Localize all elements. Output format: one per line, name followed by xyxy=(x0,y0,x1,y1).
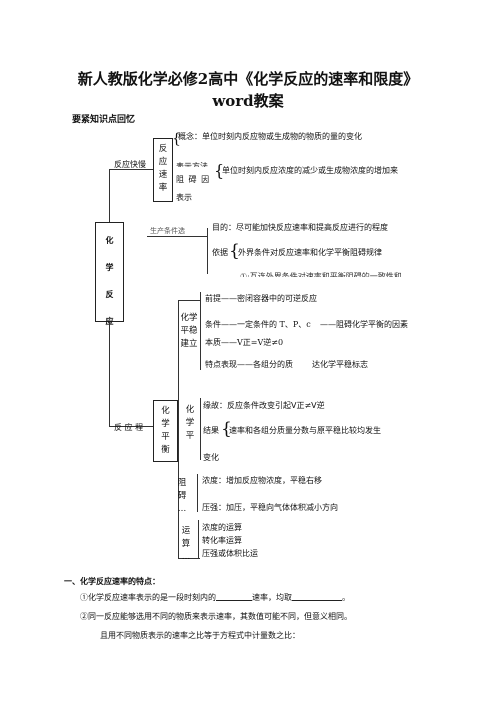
eq-setup-label-line: 平稳 xyxy=(180,326,198,336)
connector xyxy=(109,426,153,427)
rate-expr-label: 表示方法 xyxy=(176,162,208,167)
eq-box-char: 平 xyxy=(161,432,170,442)
result-tail: 变化 xyxy=(203,453,219,462)
eq-shift-label-char: 化 xyxy=(185,405,195,415)
connector xyxy=(178,300,200,301)
rate-box-char: 速 xyxy=(158,170,168,180)
equilibrium-box: 化 学 平 衡 xyxy=(153,400,178,462)
calc-label-char: 运 xyxy=(181,526,191,536)
rate-box-char: 率 xyxy=(158,183,168,193)
premise-text: 前提——密闭容器中的可逆反应 xyxy=(205,294,317,303)
paragraph-2: ②同一反应能够选用不同的物质来表示速率，其数值可能不同，但意义相同。 xyxy=(80,612,352,621)
eq-shift-label-char: 学 xyxy=(185,418,195,428)
connector xyxy=(147,236,207,237)
root-box: 化 学 反 应 xyxy=(95,222,124,326)
condition-text: 条件——一定条件的 T、P、c xyxy=(205,320,311,329)
paragraph-1-a: ①化学反应速率表示的是一段时刻内的 xyxy=(80,593,216,602)
essence-text: 本质——V正=V逆≠0 xyxy=(205,338,284,347)
root-char: 化 xyxy=(105,236,114,245)
calc-item: 转化率运算 xyxy=(202,536,242,545)
paragraph-1-c: 。 xyxy=(342,593,350,602)
rate-expr-text: 单位时刻内反应浓度的减少或生成物浓度的增加来 xyxy=(222,166,398,175)
connector xyxy=(178,558,200,559)
connector xyxy=(198,520,199,558)
eq-setup-label: 化学 平稳 建立 xyxy=(176,312,202,351)
root-char: 反 xyxy=(105,290,114,299)
brace: { xyxy=(221,419,232,439)
production-label: 生产条件选 xyxy=(150,227,185,235)
pressure-text: 压强：加压，平稳向气体体积减小方向 xyxy=(202,503,338,512)
basis-label: 依据 xyxy=(212,248,228,257)
cause-text: 缘故：反应条件改变引起V正≠V逆 xyxy=(203,401,325,410)
eq-shift-label-char: 平 xyxy=(185,431,195,441)
fill-blank xyxy=(216,592,252,601)
rate-box: 反 应 速 率 xyxy=(153,138,173,202)
connector xyxy=(197,474,198,512)
calc-item: 浓度的运算 xyxy=(202,523,242,532)
basis-cut-text: ①·互连外界条件对速率和平衡阻碍的一致性和 xyxy=(240,272,402,277)
influence-label-char: … xyxy=(177,504,187,514)
rate-factor-label: 阻 碍 因 xyxy=(176,175,211,184)
rate-expr-tail: 表示 xyxy=(176,193,192,202)
eq-box-char: 化 xyxy=(161,406,170,416)
root-char: 应 xyxy=(96,308,123,335)
document-title-line2: word教案 xyxy=(212,92,284,110)
connector xyxy=(207,228,208,274)
brace: { xyxy=(172,131,181,147)
eq-box-char: 衡 xyxy=(161,445,170,455)
connector xyxy=(109,169,153,170)
purpose-text: 目的：尽可能加快反应速率和提高反应进行的程度 xyxy=(212,223,388,232)
brace: { xyxy=(229,241,240,261)
section-heading: 要紧知识点回忆 xyxy=(72,115,136,125)
eq-setup-label-line: 化学 xyxy=(180,313,198,323)
connector xyxy=(200,398,201,460)
fill-blank xyxy=(292,592,342,601)
calc-label: 运 算 … xyxy=(176,525,196,560)
document-title: 新人教版化学必修2高中《化学反应的速率和限度》 xyxy=(77,70,419,88)
result-text: 速率和各组分质量分数与原平稳比较均发生 xyxy=(229,426,381,435)
paragraph-1-b: 速率，均取 xyxy=(252,593,292,602)
eq-box-char: 学 xyxy=(161,419,170,429)
result-label: 结果 xyxy=(203,426,219,435)
feature-text: 特点表现——各组分的质 xyxy=(205,360,293,369)
brace: { xyxy=(214,161,225,180)
connector xyxy=(109,169,110,222)
influence-label-char: 阻 xyxy=(177,478,187,488)
branch-label-speed: 反应快慢 xyxy=(114,160,146,169)
connector xyxy=(200,292,201,370)
rate-box-char: 反 xyxy=(158,144,168,154)
basis-text: 外界条件对反应速率和化学平衡阻碍规律 xyxy=(238,248,382,257)
branch-label-degree: 反 应 程 xyxy=(114,423,144,432)
connector xyxy=(178,300,179,558)
eq-shift-label: 化 学 平 xyxy=(178,404,202,443)
rate-concept: 概念：单位时刻内反应物或生成物的物质的量的变化 xyxy=(178,132,362,141)
root-char: 学 xyxy=(105,263,114,272)
body-heading: 一、化学反应速率的特点： xyxy=(64,577,160,586)
influence-label: 阻 碍 … xyxy=(172,477,192,516)
rate-box-char: 应 xyxy=(158,157,168,167)
concentration-text: 浓度：增加反应物浓度，平稳右移 xyxy=(202,476,322,485)
influence-label-char: 碍 xyxy=(177,491,187,501)
feature-mark-text: 达化学平稳标志 xyxy=(312,360,368,369)
paragraph-1: ①化学反应速率表示的是一段时刻内的 速率，均取 。 xyxy=(80,592,350,603)
calc-label-char: 算 xyxy=(181,539,191,549)
condition-factor-text: ——阻碍化学平衡的因素 xyxy=(320,320,408,329)
calc-item: 压强或体积比运 xyxy=(202,549,258,558)
eq-setup-label-line: 建立 xyxy=(180,339,198,349)
connector xyxy=(109,322,110,426)
calc-label-char: … xyxy=(181,552,191,560)
paragraph-3: 且用不同物质表示的速率之比等于方程式中计量数之比： xyxy=(100,631,300,640)
